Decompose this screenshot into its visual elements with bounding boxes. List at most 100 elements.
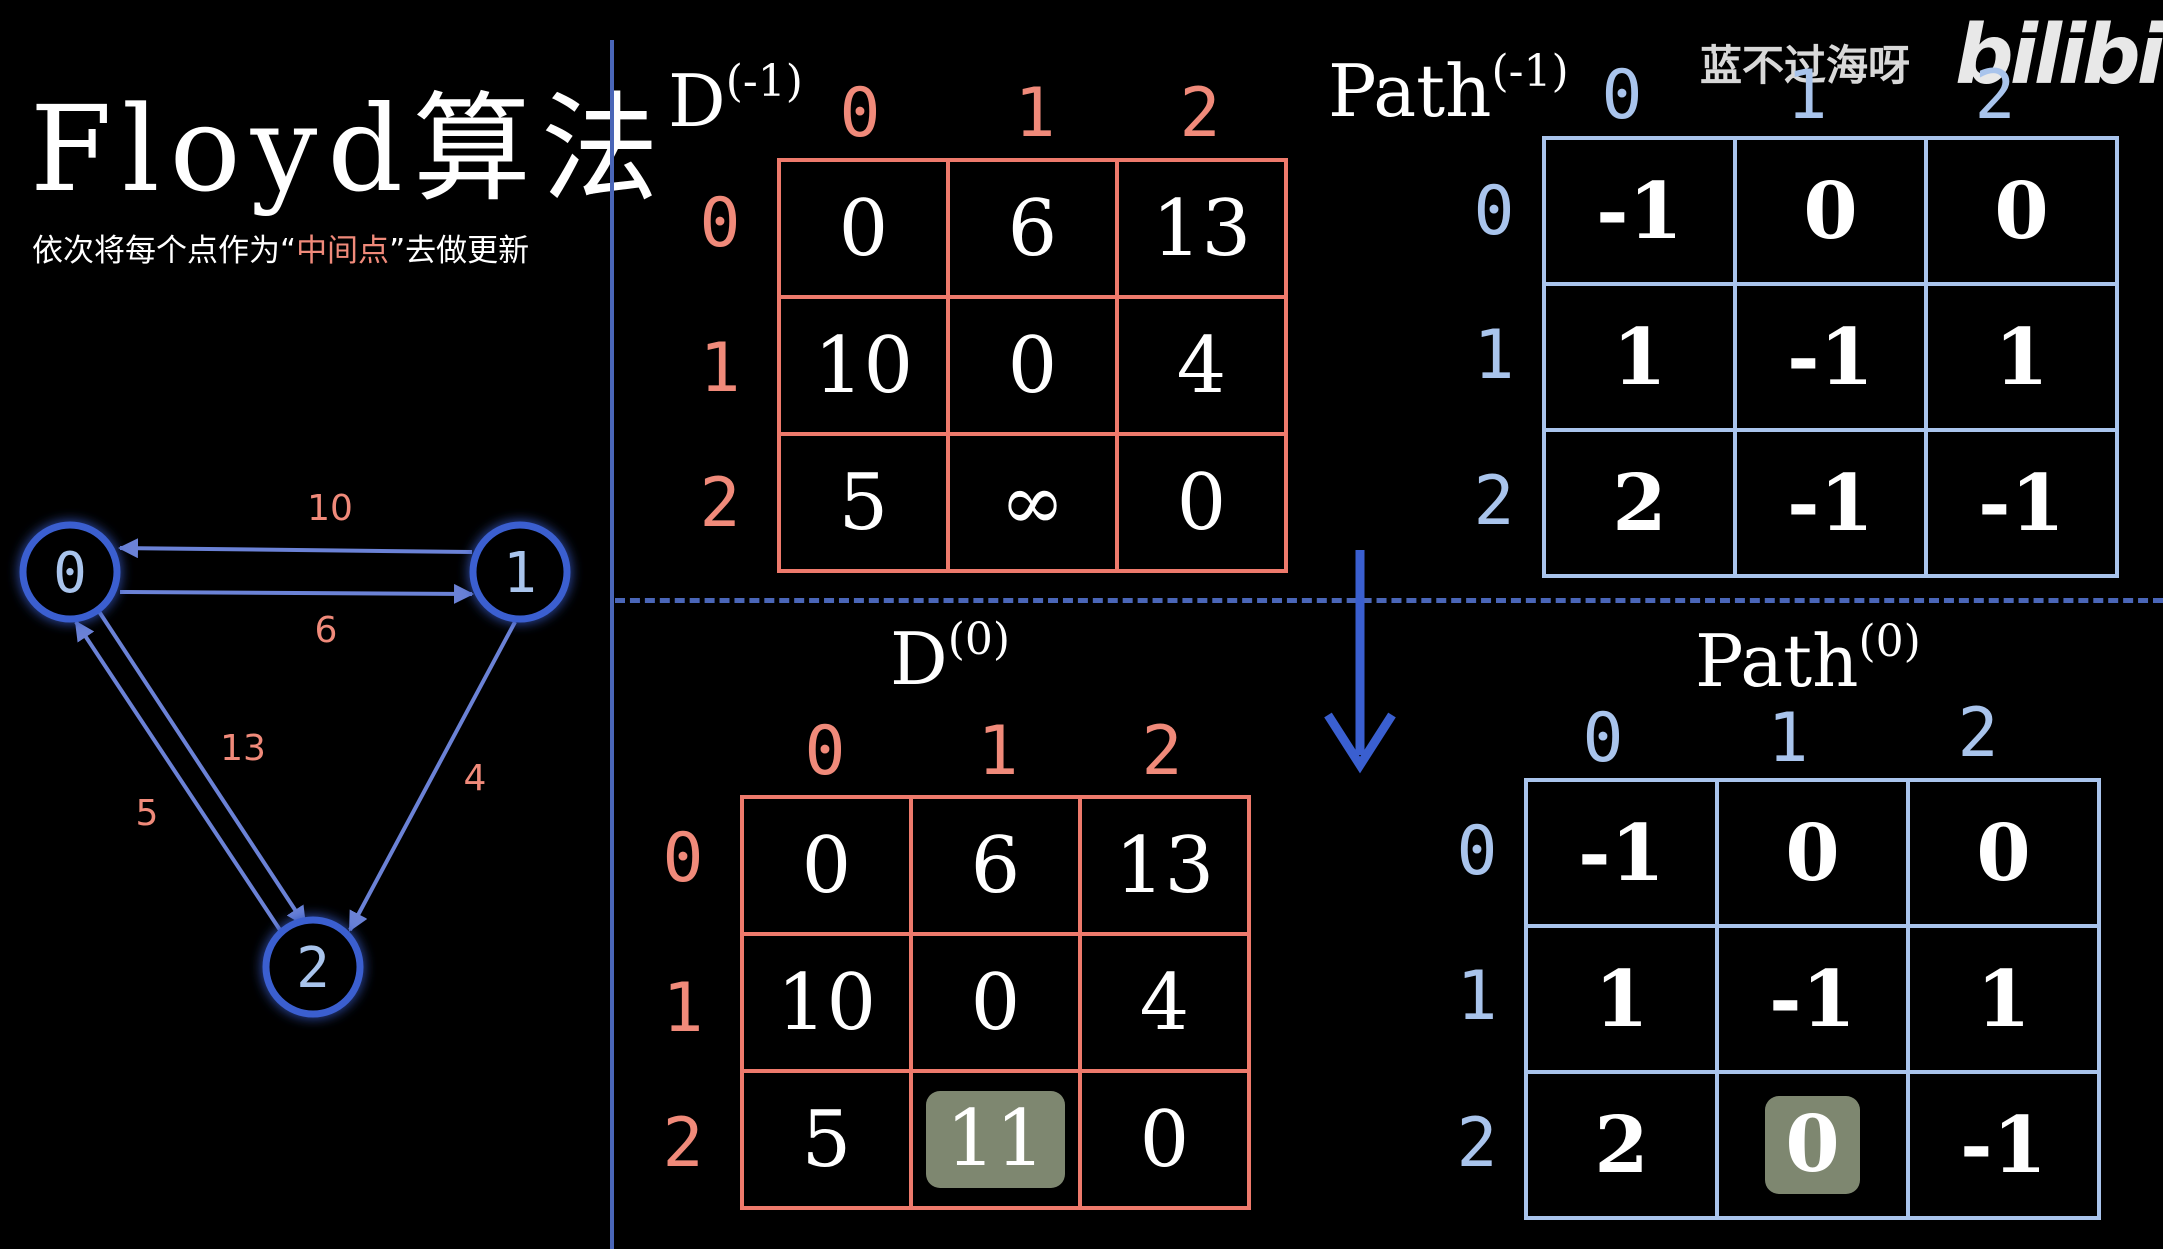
matrix-label-base: D: [668, 59, 726, 143]
matrix-cell: 6: [909, 795, 1082, 936]
graph-node-1: 1: [469, 521, 571, 623]
col-header: 1: [977, 712, 1019, 791]
page-title: Floyd算法: [30, 80, 669, 218]
watermark-author: 蓝不过海呀: [1700, 41, 1911, 90]
horizontal-divider: [615, 598, 2163, 603]
edge-0-1: [119, 583, 474, 604]
matrix-cell: 13: [1115, 158, 1288, 299]
matrix-cell: 6: [946, 158, 1119, 299]
matrix-cell: -1: [1733, 428, 1928, 578]
matrix-label-base: Path: [1328, 49, 1492, 133]
matrix-cell: 1: [1542, 282, 1737, 432]
row-header: 0: [662, 819, 704, 898]
matrix-cell-updated: 11: [909, 1069, 1082, 1210]
updated-value-highlight: 0: [1765, 1096, 1860, 1194]
matrix-cell: -1: [1733, 282, 1928, 432]
graph-node-2: 2: [262, 916, 364, 1018]
col-header: 0: [839, 74, 881, 153]
matrix-label-base: D: [890, 617, 948, 701]
matrix-cell: 1: [1906, 924, 2101, 1074]
edge-weight-2-0: 5: [136, 793, 159, 834]
matrix-row: -1 0 0: [1524, 778, 2101, 928]
row-header: 2: [699, 464, 741, 543]
row-header: 2: [1473, 462, 1515, 541]
col-header: 1: [1014, 74, 1056, 153]
matrix-cell: ∞: [946, 432, 1119, 573]
matrix-cell: -1: [1924, 428, 2119, 578]
subtitle-after: ”去做更新: [389, 233, 530, 269]
col-header: 0: [804, 712, 846, 791]
matrix-cell: -1: [1906, 1070, 2101, 1220]
edge-1-2: [348, 621, 517, 932]
matrix-label-d-curr: D(0): [890, 618, 1010, 696]
matrix-row: -1 0 0: [1542, 136, 2119, 286]
edge-weight-0-1: 6: [315, 610, 338, 651]
matrix-cell: 0: [1078, 1069, 1251, 1210]
edge-weight-1-0: 10: [307, 488, 353, 529]
matrix-cell: 0: [1924, 136, 2119, 286]
matrix-row: 1 -1 1: [1524, 924, 2101, 1074]
matrix-cell: 0: [1906, 778, 2101, 928]
matrix-cell: 0: [1715, 778, 1910, 928]
matrix-row: 1 -1 1: [1542, 282, 2119, 432]
graph-node-label: 0: [53, 541, 87, 606]
row-header: 1: [699, 329, 741, 408]
graph-node-label: 1: [503, 541, 537, 606]
matrix-cell: 0: [1733, 136, 1928, 286]
row-header: 2: [662, 1104, 704, 1183]
col-header: 2: [1974, 56, 2016, 135]
vertical-divider: [610, 40, 614, 1249]
subtitle: 依次将每个点作为“中间点”去做更新: [32, 225, 529, 270]
matrix-row: 2 -1 -1: [1542, 428, 2119, 578]
path-matrix-curr: -1 0 0 1 -1 1 2 0 -1: [1524, 778, 2101, 1220]
matrix-cell: 1: [1524, 924, 1719, 1074]
distance-matrix-prev: 0 6 13 10 0 4 5 ∞ 0: [777, 158, 1288, 573]
matrix-cell: 10: [740, 932, 913, 1073]
col-header: 0: [1582, 699, 1624, 778]
row-header: 2: [1456, 1104, 1498, 1183]
matrix-cell: 5: [740, 1069, 913, 1210]
matrix-label-path-prev: Path(-1): [1328, 50, 1569, 128]
row-header: 0: [1473, 172, 1515, 251]
matrix-label-sup: (0): [947, 614, 1011, 665]
matrix-cell: 4: [1115, 295, 1288, 436]
matrix-cell: 5: [777, 432, 950, 573]
matrix-cell: 1: [1924, 282, 2119, 432]
col-header: 2: [1957, 694, 1999, 773]
matrix-label-base: Path: [1695, 619, 1859, 703]
matrix-cell: 2: [1524, 1070, 1719, 1220]
col-header: 2: [1179, 74, 1221, 153]
row-header: 1: [1456, 957, 1498, 1036]
edge-2-0: [74, 620, 282, 932]
edge-0-2: [96, 608, 307, 927]
matrix-cell: 0: [946, 295, 1119, 436]
matrix-cell: 4: [1078, 932, 1251, 1073]
path-matrix-prev: -1 0 0 1 -1 1 2 -1 -1: [1542, 136, 2119, 578]
matrix-label-d-prev: D(-1): [668, 60, 803, 138]
subtitle-before: 依次将每个点作为“: [32, 233, 297, 269]
matrix-cell: 0: [909, 932, 1082, 1073]
updated-value-highlight: 11: [925, 1090, 1066, 1189]
matrix-row: 5 ∞ 0: [777, 432, 1288, 573]
edge-weight-0-2: 13: [220, 728, 266, 769]
matrix-cell: 0: [777, 158, 950, 299]
matrix-row: 0 6 13: [740, 795, 1251, 936]
matrix-cell: 10: [777, 295, 950, 436]
edge-1-0: [118, 538, 473, 559]
matrix-label-sup: (0): [1858, 616, 1921, 667]
col-header: 0: [1601, 56, 1643, 135]
matrix-row: 10 0 4: [740, 932, 1251, 1073]
matrix-label-sup: (-1): [725, 56, 803, 107]
matrix-cell: 0: [1115, 432, 1288, 573]
distance-matrix-curr: 0 6 13 10 0 4 5 11 0: [740, 795, 1251, 1210]
matrix-label-path-curr: Path(0): [1695, 620, 1921, 698]
down-arrow-icon: [1324, 550, 1396, 774]
col-header: 1: [1767, 699, 1809, 778]
matrix-row: 2 0 -1: [1524, 1070, 2101, 1220]
graph-diagram: 10 6 13 5 4 0 1 2: [19, 488, 571, 1018]
row-header: 0: [1456, 812, 1498, 891]
matrix-cell: 2: [1542, 428, 1737, 578]
row-header: 1: [662, 969, 704, 1048]
row-header: 0: [699, 184, 741, 263]
matrix-row: 5 11 0: [740, 1069, 1251, 1210]
